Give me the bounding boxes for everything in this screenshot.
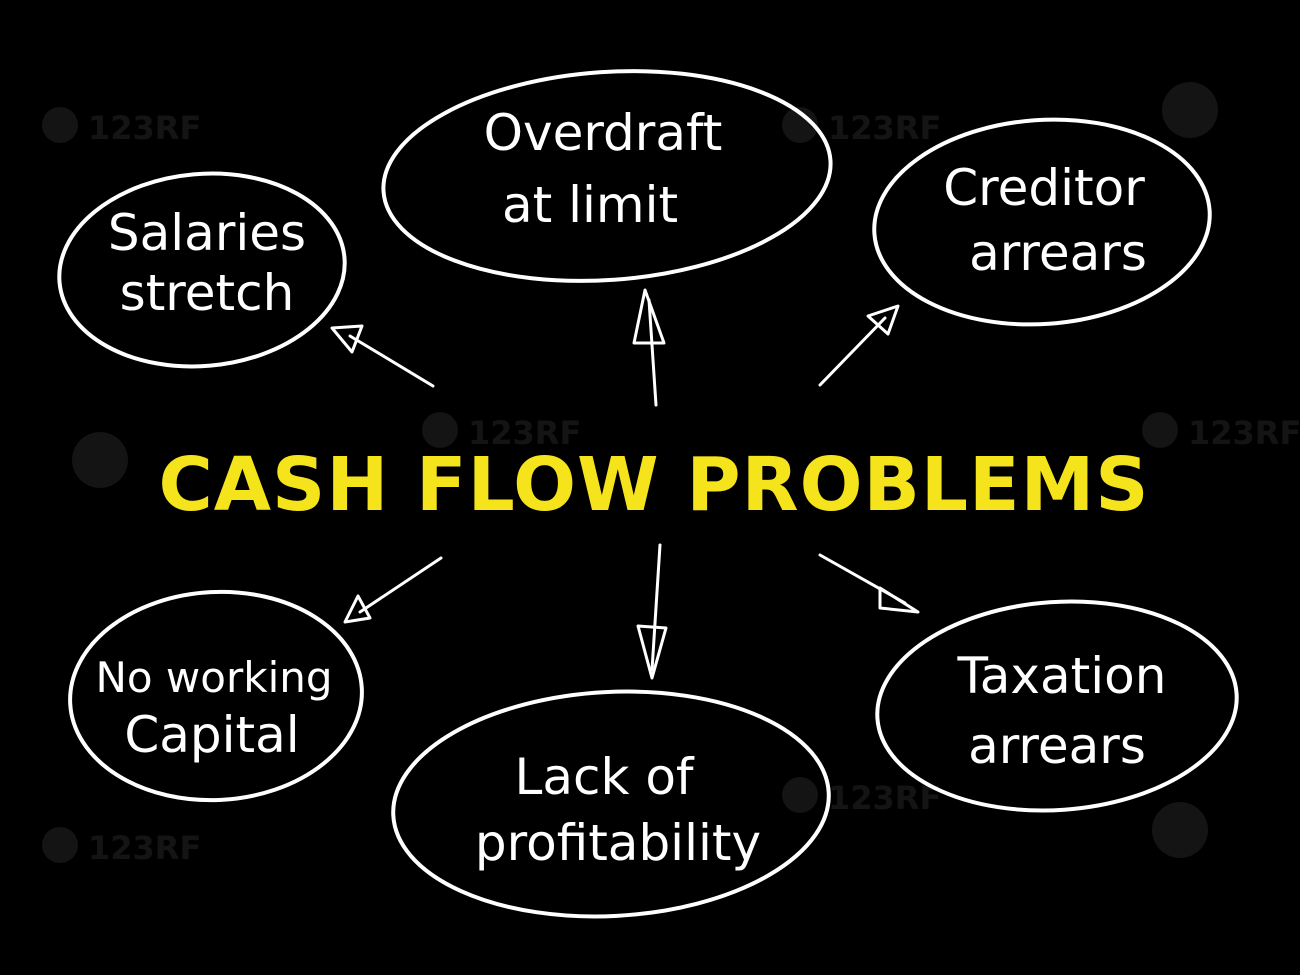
node-ellipse	[875, 599, 1239, 813]
connector-line	[650, 543, 662, 672]
camera-icon	[1152, 802, 1208, 858]
node-ellipse	[872, 117, 1212, 327]
node-taxation: Taxation arrears	[875, 599, 1239, 813]
watermark-text: 123RF	[828, 109, 941, 147]
connector-working-capital	[343, 556, 443, 624]
camera-icon	[782, 777, 818, 813]
camera-icon	[1142, 412, 1178, 448]
arrowhead-icon	[878, 586, 920, 614]
connector-line	[818, 316, 887, 387]
node-working-capital: No working Capital	[68, 589, 364, 803]
arrowhead-icon	[343, 594, 372, 624]
central-topic: CASH FLOW PROBLEMS	[158, 442, 1149, 528]
node-label: Salaries	[108, 204, 306, 262]
watermark-text: 123RF	[88, 109, 201, 147]
connector-taxation	[818, 553, 920, 614]
node-label: arrears	[969, 224, 1147, 282]
watermark: 123RF	[1142, 412, 1300, 452]
connector-overdraft	[632, 288, 666, 407]
watermark: 123RF	[42, 107, 201, 147]
node-label: Taxation	[957, 647, 1167, 705]
watermark: 123RF	[782, 777, 941, 817]
node-overdraft: Overdraft at limit	[381, 69, 833, 283]
connector-profitability	[636, 543, 668, 680]
node-ellipse	[391, 689, 831, 919]
node-label: arrears	[968, 717, 1146, 775]
connector-salaries	[330, 324, 435, 388]
watermark: 123RF	[782, 107, 941, 147]
watermark-text: 123RF	[468, 414, 581, 452]
watermark	[1162, 82, 1218, 138]
connector-line	[647, 298, 658, 407]
node-creditor: Creditor arrears	[872, 117, 1212, 327]
node-label: Capital	[124, 706, 299, 764]
camera-icon	[422, 412, 458, 448]
connector-line	[348, 334, 435, 388]
node-ellipse	[57, 171, 347, 369]
camera-icon	[72, 432, 128, 488]
node-label: stretch	[120, 264, 295, 322]
watermark-text: 123RF	[828, 779, 941, 817]
node-label: profitability	[475, 814, 761, 872]
node-label: Creditor	[943, 159, 1145, 217]
central-topic-label: CASH FLOW PROBLEMS	[158, 442, 1149, 528]
watermark-layer: 123RF 123RF 123RF 123RF 123RF 123RF	[42, 82, 1300, 867]
arrowhead-icon	[866, 304, 900, 336]
camera-icon	[782, 107, 818, 143]
node-ellipse	[381, 69, 833, 283]
arrowhead-icon	[330, 324, 364, 354]
node-salaries: Salaries stretch	[57, 171, 347, 369]
node-profitability: Lack of profitability	[391, 689, 831, 919]
node-label: Overdraft	[484, 104, 723, 162]
arrowhead-icon	[632, 288, 666, 345]
camera-icon	[42, 107, 78, 143]
node-label: No working	[95, 653, 332, 702]
watermark: 123RF	[422, 412, 581, 452]
connector-line	[358, 556, 443, 614]
watermark: 123RF	[42, 827, 201, 867]
watermark-text: 123RF	[1188, 414, 1300, 452]
watermark	[72, 432, 128, 488]
node-ellipse	[68, 589, 364, 803]
watermark-text: 123RF	[88, 829, 201, 867]
watermark	[1152, 802, 1208, 858]
camera-icon	[42, 827, 78, 863]
node-label: at limit	[502, 176, 678, 234]
connector-creditor	[818, 304, 900, 387]
camera-icon	[1162, 82, 1218, 138]
arrowhead-icon	[636, 624, 668, 680]
node-label: Lack of	[514, 748, 694, 806]
